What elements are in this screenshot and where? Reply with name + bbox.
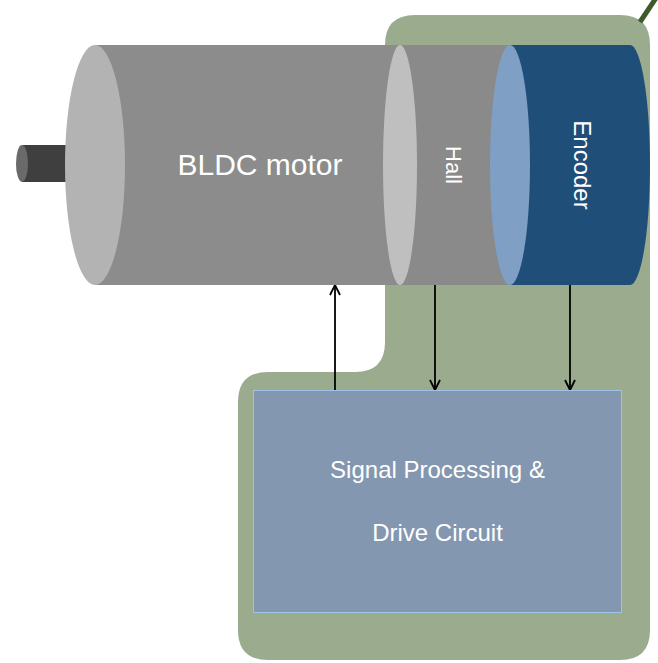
cylinder-face bbox=[490, 45, 530, 285]
callout-stroke bbox=[640, 0, 656, 22]
motor-cylinder: BLDC motor bbox=[65, 45, 400, 285]
part-label: Hall bbox=[440, 146, 466, 184]
cylinder-body bbox=[95, 45, 400, 285]
part-label: Encoder bbox=[568, 120, 596, 209]
shaft-end bbox=[16, 145, 28, 182]
signal-arrow bbox=[334, 285, 336, 390]
signal-arrow bbox=[569, 285, 571, 390]
cylinder-face bbox=[383, 45, 417, 285]
part-label: BLDC motor bbox=[177, 148, 342, 182]
encoder: Encoder bbox=[490, 45, 650, 285]
process-box: Signal Processing & Drive Circuit bbox=[253, 390, 622, 613]
signal-arrow bbox=[434, 285, 436, 390]
cylinder-face bbox=[65, 45, 125, 285]
cylinder-end bbox=[383, 45, 417, 285]
box-label: Signal Processing & Drive Circuit bbox=[313, 439, 563, 564]
